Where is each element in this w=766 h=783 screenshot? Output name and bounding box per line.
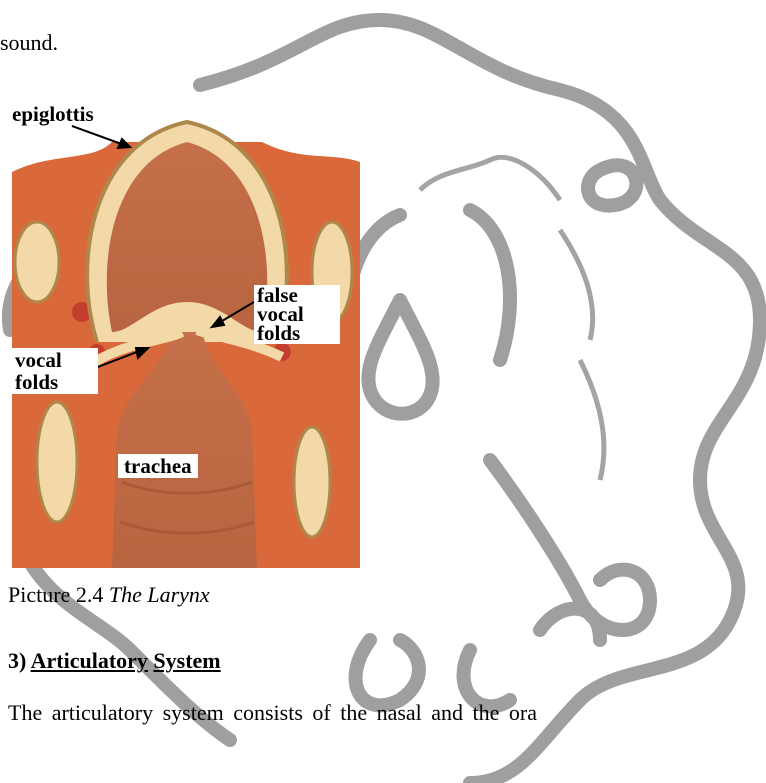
label-vocal-folds: vocal folds [12, 348, 98, 394]
caption-prefix: Picture 2.4 [8, 582, 109, 607]
caption-title: The Larynx [109, 582, 210, 607]
label-epiglottis: epiglottis [12, 104, 94, 124]
section-title-part1: Articulatory [31, 648, 148, 673]
section-heading: 3) Articulatory System [8, 648, 221, 674]
section-title-part2: System [153, 648, 220, 673]
figure-caption: Picture 2.4 The Larynx [8, 582, 210, 608]
label-trachea: trachea [118, 454, 198, 478]
body-paragraph: The articulatory system consists of the … [8, 700, 537, 726]
section-number: 3) [8, 648, 31, 673]
larynx-figure: epiglottis false vocal folds vocal folds… [12, 102, 360, 568]
intro-text: sound. [0, 30, 58, 56]
label-false-vocal-folds: false vocal folds [254, 285, 340, 344]
